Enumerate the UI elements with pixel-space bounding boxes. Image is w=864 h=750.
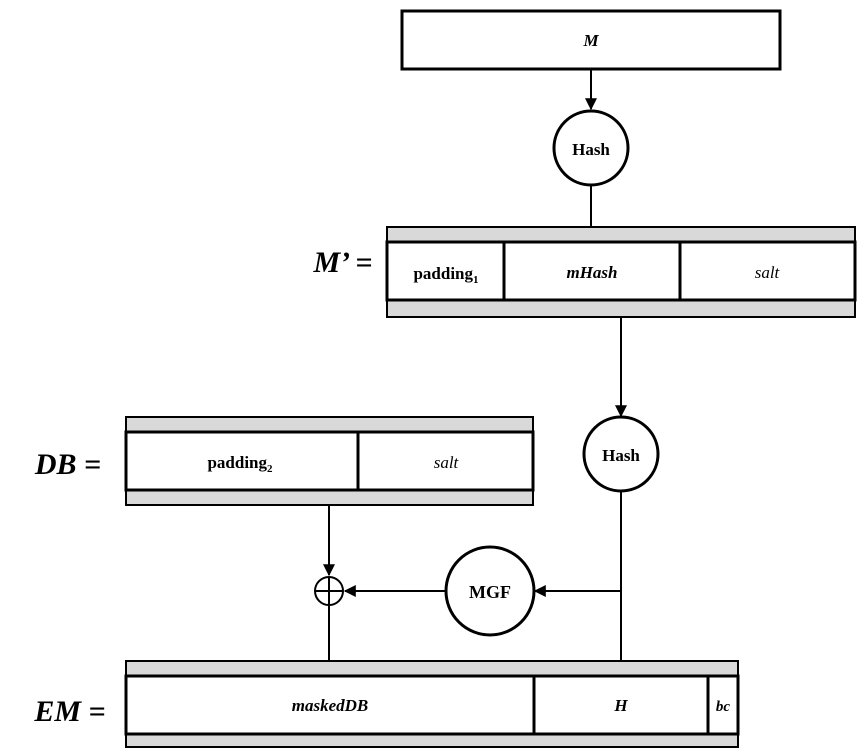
db-padding2-cell <box>124 430 360 492</box>
em-block: maskedDB H bc <box>124 660 740 748</box>
hash-top-label: Hash <box>572 140 610 159</box>
hash-top-circle: Hash <box>552 109 630 187</box>
em-masked-db-cell <box>124 674 536 736</box>
db-salt-cell <box>356 430 535 492</box>
em-label: EM = <box>33 695 105 728</box>
m-prime-padding1-cell <box>385 240 506 302</box>
em-bc-cell <box>706 674 740 736</box>
em-masked-db-label: maskedDB <box>292 696 369 715</box>
message-label: M <box>582 31 599 50</box>
em-bc-label: bc <box>716 699 731 715</box>
db-salt-label: salt <box>434 453 460 472</box>
m-prime-label: M’ = <box>312 246 372 279</box>
db-label: DB = <box>34 448 101 481</box>
db-block: padding2 salt <box>124 416 535 506</box>
hash-mid-label: Hash <box>602 446 640 465</box>
em-h-cell <box>532 674 710 736</box>
m-prime-padding1-label: padding1 <box>413 264 478 286</box>
m-prime-block: padding1 mHash salt <box>385 226 857 318</box>
m-prime-salt-label: salt <box>755 263 781 282</box>
mgf-label: MGF <box>469 582 511 602</box>
em-h-label: H <box>613 696 628 715</box>
mgf-circle: MGF <box>444 545 536 637</box>
hash-mid-circle: Hash <box>582 415 660 493</box>
message-box: M <box>400 9 782 71</box>
xor-icon <box>314 576 344 606</box>
m-prime-salt-cell <box>678 240 857 302</box>
db-padding2-label: padding2 <box>207 453 273 475</box>
m-prime-mhash-label: mHash <box>566 263 617 282</box>
